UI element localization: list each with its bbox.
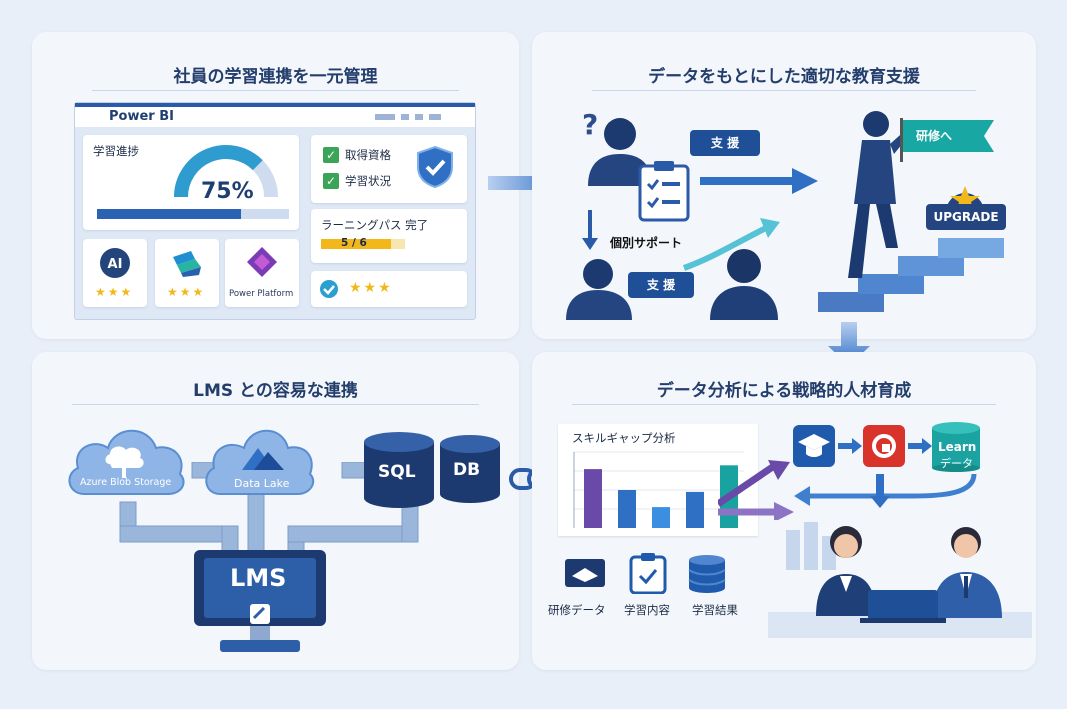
- individual-support-label: 個別サポート: [610, 236, 683, 250]
- lms-label: LMS: [230, 564, 287, 592]
- learn-data-icon: [932, 422, 980, 472]
- learn-label: Learn: [938, 440, 977, 454]
- flow-arrow-1: [838, 438, 862, 454]
- power-platform-icon: [247, 247, 277, 277]
- ai-badge-text: AI: [108, 257, 123, 272]
- verified-stars: ★★★: [349, 280, 393, 296]
- learning-path-label: ラーニングパス 完了: [321, 218, 429, 232]
- learning-path-bar-fill: [321, 239, 391, 249]
- progress-label: 学習進捗: [93, 144, 139, 158]
- panel-title: 社員の学習連携を一元管理: [173, 67, 378, 87]
- clipboard-icon: [638, 161, 690, 222]
- chart-bar: [584, 469, 602, 528]
- db-database-icon: [440, 435, 500, 503]
- down-arrow: [582, 210, 598, 250]
- return-arrow: [794, 473, 977, 506]
- skill-gap-chart-card: スキルギャップ分析: [558, 424, 758, 536]
- panel-strategic-development: データ分析による戦略的人材育成 スキルギャップ分析 Learn データ: [532, 352, 1036, 670]
- learning-path-card: ラーニングパス 完了 5 / 6: [311, 209, 467, 263]
- check-icon: ✓: [323, 173, 339, 189]
- status-card: ✓ 取得資格 ✓ 学習状況: [311, 135, 467, 203]
- flow-arrow-2: [908, 438, 932, 454]
- badge-ai: AI ★★★: [83, 239, 147, 307]
- progress-gauge: [174, 145, 278, 198]
- chart-bar: [618, 490, 636, 528]
- data-lake-label: Data Lake: [234, 477, 290, 490]
- graduation-icon: [793, 425, 835, 467]
- check-row-qualification: ✓ 取得資格: [323, 147, 391, 163]
- support-bubble: 支 援: [690, 130, 760, 156]
- learning-content-label: 学習内容: [624, 603, 670, 617]
- person-questioning-icon: [588, 118, 652, 186]
- dynamics-icon: [173, 251, 201, 277]
- refresh-icon: [863, 425, 905, 467]
- flag-icon: [900, 118, 994, 162]
- lms-monitor-icon: [194, 550, 326, 652]
- sql-database-icon: [364, 432, 434, 508]
- flag-label: 研修へ: [916, 129, 953, 143]
- verified-card: ★★★: [311, 271, 467, 307]
- learning-path-bar: [321, 239, 405, 249]
- azure-blob-cloud-icon: [68, 429, 185, 495]
- learn-data-label: データ: [940, 457, 973, 470]
- app-title: Power BI: [109, 109, 174, 124]
- window-controls: [375, 114, 445, 120]
- badge-label: Power Platform: [229, 289, 294, 299]
- badge-power-platform: Power Platform: [225, 239, 299, 307]
- support-bubble-2: 支 援: [628, 272, 694, 298]
- learning-results-label: 学習結果: [692, 603, 738, 617]
- azure-blob-label: Azure Blob Storage: [80, 477, 172, 488]
- dashboard-titlebar: Power BI: [75, 103, 475, 127]
- chart-bar: [686, 491, 704, 528]
- training-data-icon: [565, 559, 605, 587]
- db-label: DB: [453, 460, 481, 480]
- badge-stars: ★★★: [95, 285, 134, 299]
- panel-education-support: データをもとにした適切な教育支援 ? 支 援 個別サポート 支 援: [532, 32, 1036, 339]
- training-data-label: 研修データ: [548, 603, 606, 617]
- support-arrow: [700, 168, 818, 194]
- chart-bar: [652, 507, 670, 528]
- progress-card: 学習進捗 75%: [83, 135, 299, 230]
- progress-percent: 75%: [201, 179, 254, 204]
- shield-icon: [417, 145, 453, 189]
- title-divider: [572, 404, 996, 405]
- panel-learning-management: 社員の学習連携を一元管理 Power BI 学習進捗 75%: [32, 32, 519, 339]
- learning-results-icon: [688, 555, 726, 593]
- check-label: 取得資格: [345, 148, 391, 162]
- badge-dynamics: ★★★: [155, 239, 219, 307]
- down-arrow-small: [870, 474, 890, 508]
- student-person-icon: [710, 249, 778, 320]
- chart-title: スキルギャップ分析: [572, 431, 676, 445]
- meeting-illustration: [768, 522, 1032, 638]
- powerbi-dashboard: Power BI 学習進捗 75% ✓ 取得資格: [74, 102, 476, 320]
- growth-arrow: [682, 218, 780, 271]
- title-divider: [592, 90, 976, 91]
- upgrade-badge: UPGRADE: [926, 204, 1006, 230]
- progress-bar-fill: [97, 209, 241, 219]
- check-icon: ✓: [323, 147, 339, 163]
- title-divider: [72, 404, 479, 405]
- data-lake-cloud-icon: [205, 429, 315, 495]
- check-row-status: ✓ 学習状況: [323, 173, 391, 189]
- analysis-arrows: [718, 460, 794, 520]
- panel-title: LMS との容易な連携: [193, 381, 358, 401]
- learning-content-icon: [629, 553, 667, 594]
- check-label: 学習状況: [345, 174, 391, 188]
- sql-label: SQL: [378, 462, 416, 482]
- ai-badge-icon: AI: [100, 248, 130, 278]
- badge-stars: ★★★: [167, 285, 206, 299]
- learning-path-count: 5 / 6: [341, 237, 367, 249]
- progress-bar: [97, 209, 289, 219]
- stairs-icon: [818, 238, 1004, 312]
- mentor-person-icon: [566, 259, 632, 320]
- panel-lms-integration: LMS との容易な連携 Azure Blob Storage Data Lake: [32, 352, 519, 670]
- panel-title: データをもとにした適切な教育支援: [648, 67, 920, 87]
- question-mark: ?: [582, 108, 599, 141]
- verified-check-icon: [320, 280, 338, 298]
- title-divider: [92, 90, 459, 91]
- panel-title: データ分析による戦略的人材育成: [656, 381, 912, 401]
